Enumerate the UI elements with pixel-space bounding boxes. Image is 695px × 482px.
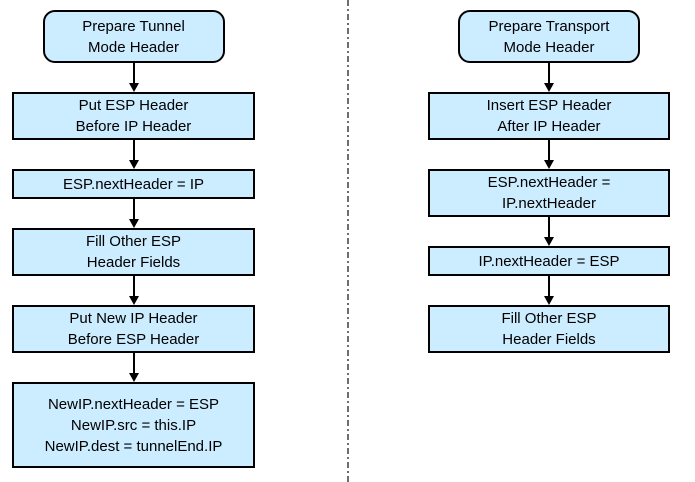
transport-step-4-label: Fill Other ESP Header Fields (501, 310, 597, 348)
transport-start-node: Prepare Transport Mode Header (458, 10, 640, 63)
arrow-down-icon (543, 63, 555, 92)
arrow-down-icon (128, 140, 140, 169)
transport-start-label: Prepare Transport Mode Header (488, 17, 610, 56)
transport-step-4-node: Fill Other ESP Header Fields (428, 305, 670, 353)
arrow-down-icon (128, 353, 140, 382)
arrow-down-icon (128, 199, 140, 228)
arrow-down-icon (543, 217, 555, 246)
tunnel-start-node: Prepare Tunnel Mode Header (42, 10, 225, 63)
tunnel-step-2-node: ESP.nextHeader = IP (12, 169, 255, 199)
tunnel-step-2-label: ESP.nextHeader = IP (62, 175, 205, 193)
transport-step-3-label: IP.nextHeader = ESP (478, 252, 620, 270)
tunnel-start-label: Prepare Tunnel Mode Header (82, 17, 185, 56)
tunnel-step-4-label: Put New IP Header Before ESP Header (67, 310, 200, 348)
tunnel-step-5-node: NewIP.nextHeader = ESP NewIP.src = this.… (12, 382, 255, 468)
tunnel-step-1-node: Put ESP Header Before IP Header (12, 92, 255, 140)
transport-mode-flow: Prepare Transport Mode Header Insert ESP… (428, 10, 670, 353)
arrow-down-icon (543, 276, 555, 305)
transport-step-3-node: IP.nextHeader = ESP (428, 246, 670, 276)
arrow-down-icon (128, 276, 140, 305)
tunnel-step-1-label: Put ESP Header Before IP Header (75, 97, 192, 135)
arrow-down-icon (543, 140, 555, 169)
arrow-down-icon (128, 63, 140, 92)
transport-step-1-node: Insert ESP Header After IP Header (428, 92, 670, 140)
tunnel-mode-flow: Prepare Tunnel Mode Header Put ESP Heade… (12, 10, 255, 468)
tunnel-step-3-label: Fill Other ESP Header Fields (85, 233, 182, 271)
tunnel-step-5-label: NewIP.nextHeader = ESP NewIP.src = this.… (44, 395, 223, 455)
transport-step-2-label: ESP.nextHeader = IP.nextHeader (487, 174, 611, 212)
transport-step-1-label: Insert ESP Header After IP Header (486, 97, 612, 135)
column-divider (347, 0, 349, 482)
transport-step-2-node: ESP.nextHeader = IP.nextHeader (428, 169, 670, 217)
tunnel-step-4-node: Put New IP Header Before ESP Header (12, 305, 255, 353)
tunnel-step-3-node: Fill Other ESP Header Fields (12, 228, 255, 276)
